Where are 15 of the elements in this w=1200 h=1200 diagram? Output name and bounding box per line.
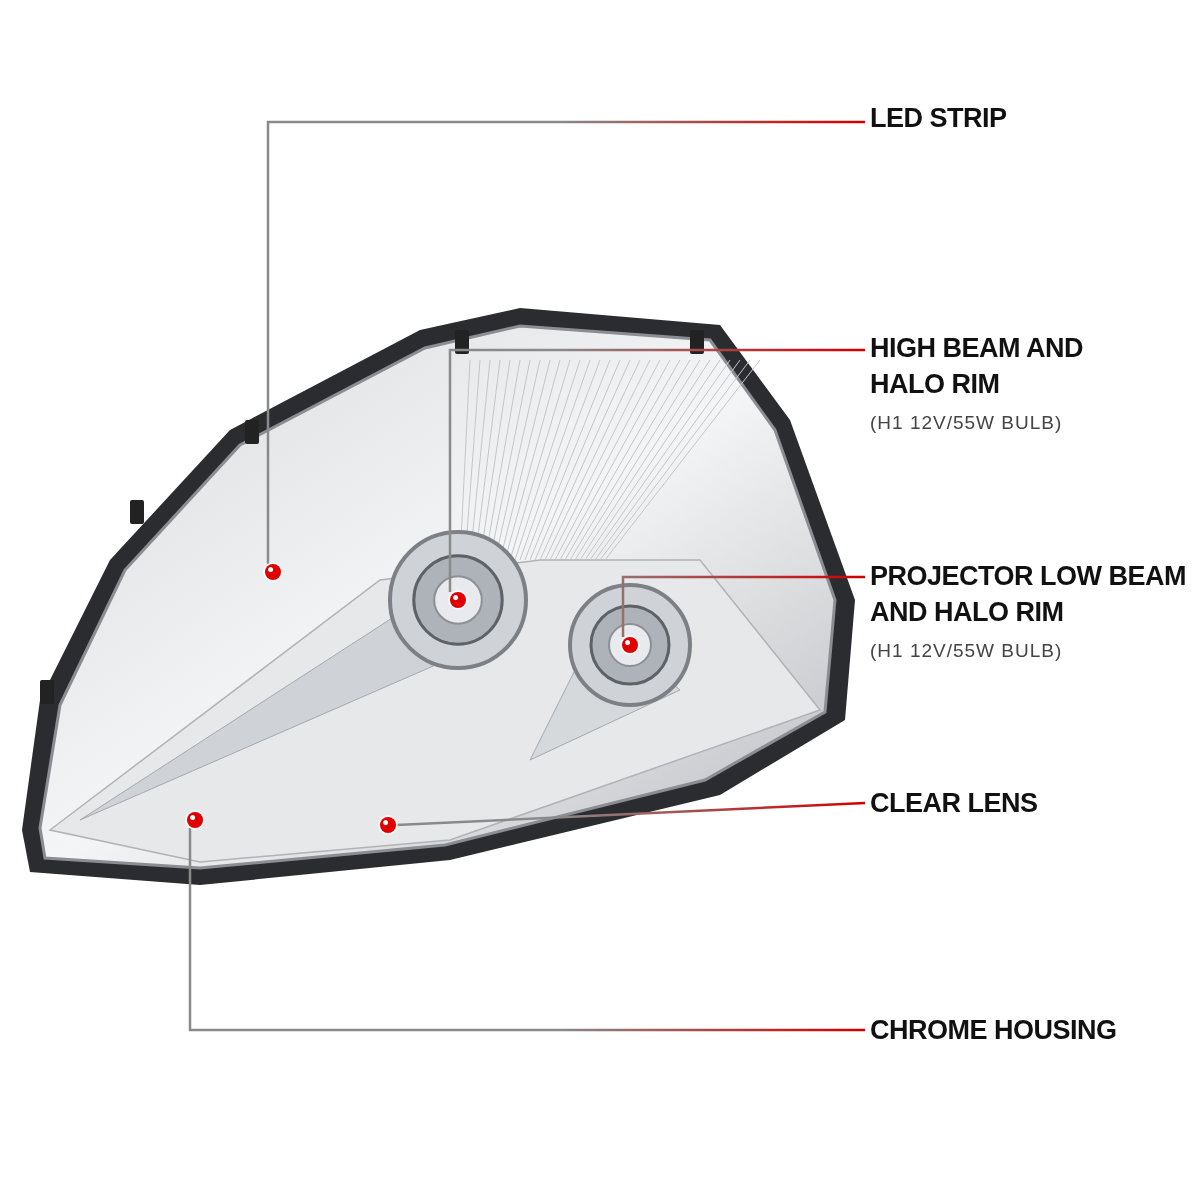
part-name: PROJECTOR LOW BEAM AND HALO RIM: [870, 560, 1187, 629]
leader-line: [266, 120, 865, 564]
callout-dot: [380, 817, 396, 833]
part-name: HIGH BEAM AND HALO RIM: [870, 332, 1084, 401]
callout-dot: [265, 564, 281, 580]
part-name: CLEAR LENS: [870, 785, 1195, 821]
callout-dot: [187, 812, 203, 828]
leader-line: [188, 828, 865, 1032]
bulb-spec: (H1 12V/55W BULB): [870, 639, 1063, 663]
part-name: LED STRIP: [870, 100, 1195, 136]
callout-dot: [622, 637, 638, 653]
part-name: CHROME HOUSING: [870, 1012, 1195, 1048]
bulb-spec: (H1 12V/55W BULB): [870, 411, 1063, 435]
callout-dot: [450, 592, 466, 608]
leader-line: [395, 801, 866, 827]
